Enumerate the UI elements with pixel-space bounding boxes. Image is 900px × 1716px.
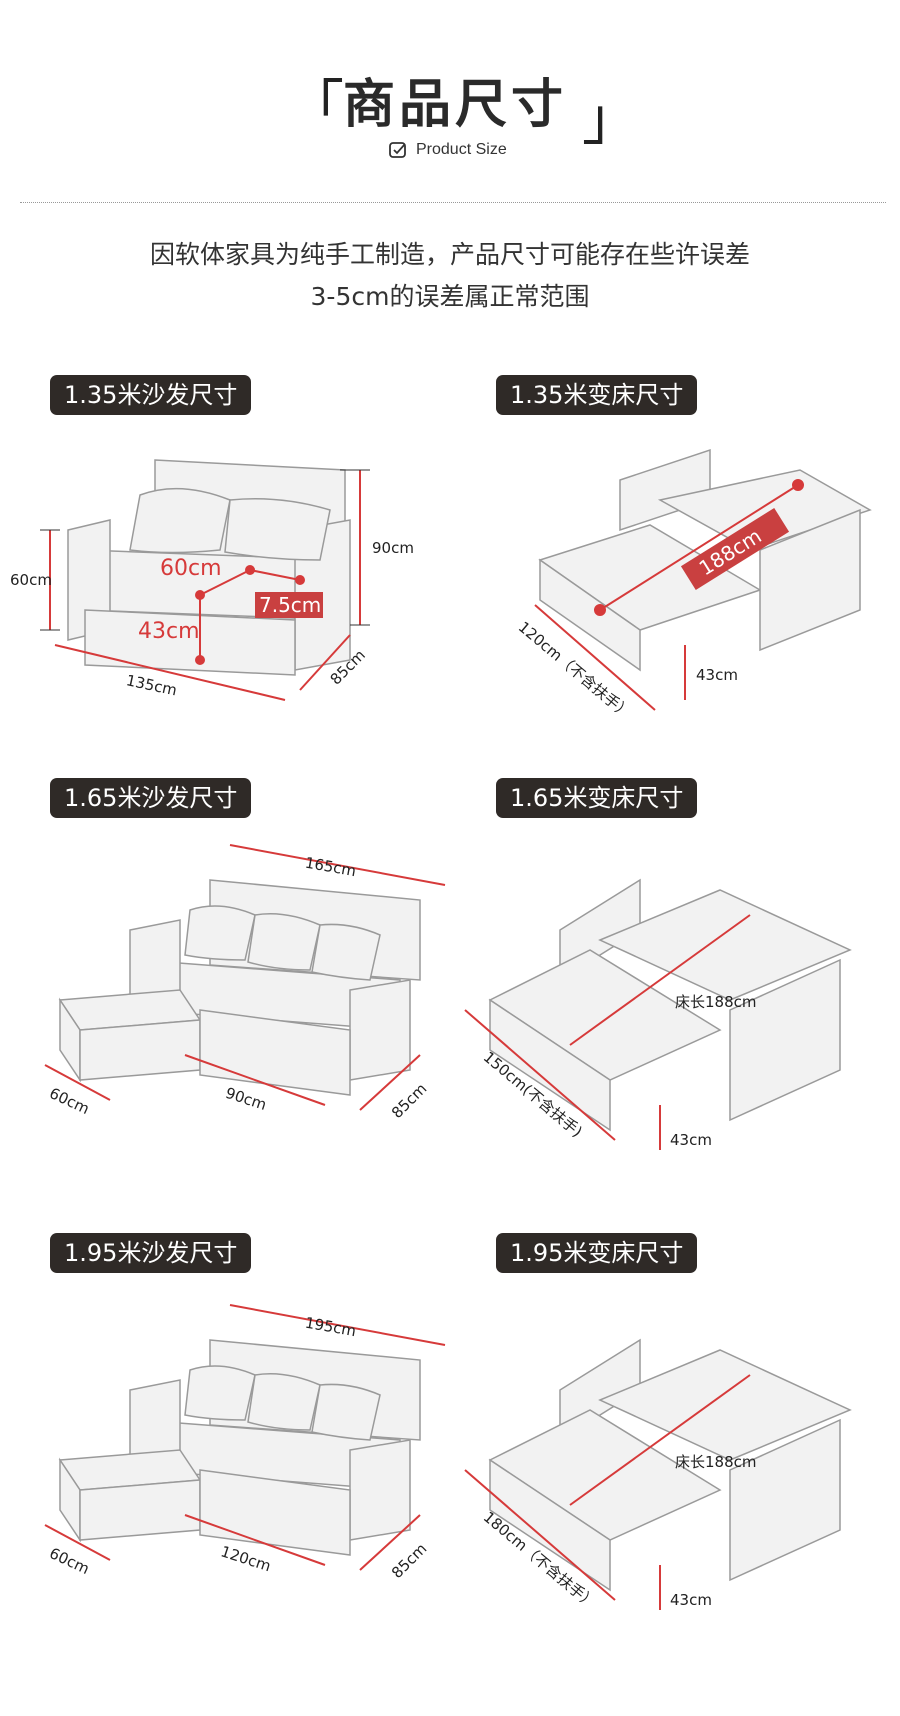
subtitle-text: Product Size bbox=[416, 141, 507, 158]
dim-height: 90cm bbox=[372, 539, 414, 557]
dim-seat-height: 43cm bbox=[138, 619, 200, 644]
bed-height: 43cm bbox=[670, 1131, 712, 1149]
dim-ottoman-width: 60cm bbox=[47, 1084, 93, 1118]
sofa-195-illustration: 195cm 60cm 120cm 85cm bbox=[44, 1304, 446, 1580]
tag-sofa-195: 1.95米沙发尺寸 bbox=[50, 1233, 252, 1273]
dim-total-width: 165cm bbox=[304, 854, 358, 881]
tag-sofa-165: 1.65米沙发尺寸 bbox=[50, 778, 252, 818]
notice-line-1: 因软体家具为纯手工制造，产品尺寸可能存在些许误差 bbox=[149, 240, 750, 269]
sofa-165-illustration: 165cm 60cm 90cm 85cm bbox=[44, 844, 446, 1120]
dim-seat-width: 90cm bbox=[223, 1084, 268, 1114]
dim-seat-width: 120cm bbox=[219, 1542, 274, 1575]
check-box-icon bbox=[389, 142, 406, 158]
bed-165-illustration: 床长188cm 150cm(不含扶手) 43cm bbox=[464, 878, 852, 1150]
bed-length: 床长188cm bbox=[675, 993, 757, 1011]
bed-length: 床长188cm bbox=[675, 1453, 757, 1471]
bed-135-illustration: 188cm 120cm（不含扶手） 43cm bbox=[515, 448, 872, 723]
arm-width-label-bg bbox=[255, 592, 323, 618]
notice: 因软体家具为纯手工制造，产品尺寸可能存在些许误差 3-5cm的误差属正常范围 bbox=[0, 234, 900, 318]
page-title: 商品尺寸 bbox=[342, 75, 567, 135]
dim-total-width: 195cm bbox=[304, 1314, 358, 1341]
dim-total-width: 135cm bbox=[124, 671, 178, 699]
dim-depth: 85cm bbox=[388, 1540, 430, 1580]
dim-ottoman-width: 60cm bbox=[47, 1544, 93, 1578]
tag-sofa-135: 1.35米沙发尺寸 bbox=[50, 375, 252, 415]
sofa-135-illustration: 60cm 90cm 135cm 85cm 60cm 7.5cm 43cm bbox=[10, 459, 414, 701]
tag-bed-135: 1.35米变床尺寸 bbox=[496, 375, 698, 415]
dim-seat-depth: 60cm bbox=[160, 556, 222, 581]
dim-arm-width: 7.5cm bbox=[259, 593, 321, 617]
bed-height: 43cm bbox=[670, 1591, 712, 1609]
bed-length-label-bg bbox=[680, 507, 790, 591]
notice-line-2: 3-5cm的误差属正常范围 bbox=[310, 282, 590, 311]
divider bbox=[20, 202, 886, 203]
tag-bed-165: 1.65米变床尺寸 bbox=[496, 778, 698, 818]
subtitle: Product Size bbox=[388, 140, 507, 160]
bed-height: 43cm bbox=[696, 666, 738, 684]
tag-bed-195: 1.95米变床尺寸 bbox=[496, 1233, 698, 1273]
dim-depth: 85cm bbox=[388, 1080, 430, 1120]
bracket-left: 「 bbox=[286, 73, 345, 141]
header: 「 商品尺寸 」 Product Size bbox=[0, 0, 900, 210]
bracket-right: 」 bbox=[582, 85, 641, 153]
dim-arm-height: 60cm bbox=[10, 571, 52, 589]
bed-195-illustration: 床长188cm 180cm（不含扶手） 43cm bbox=[464, 1338, 852, 1613]
